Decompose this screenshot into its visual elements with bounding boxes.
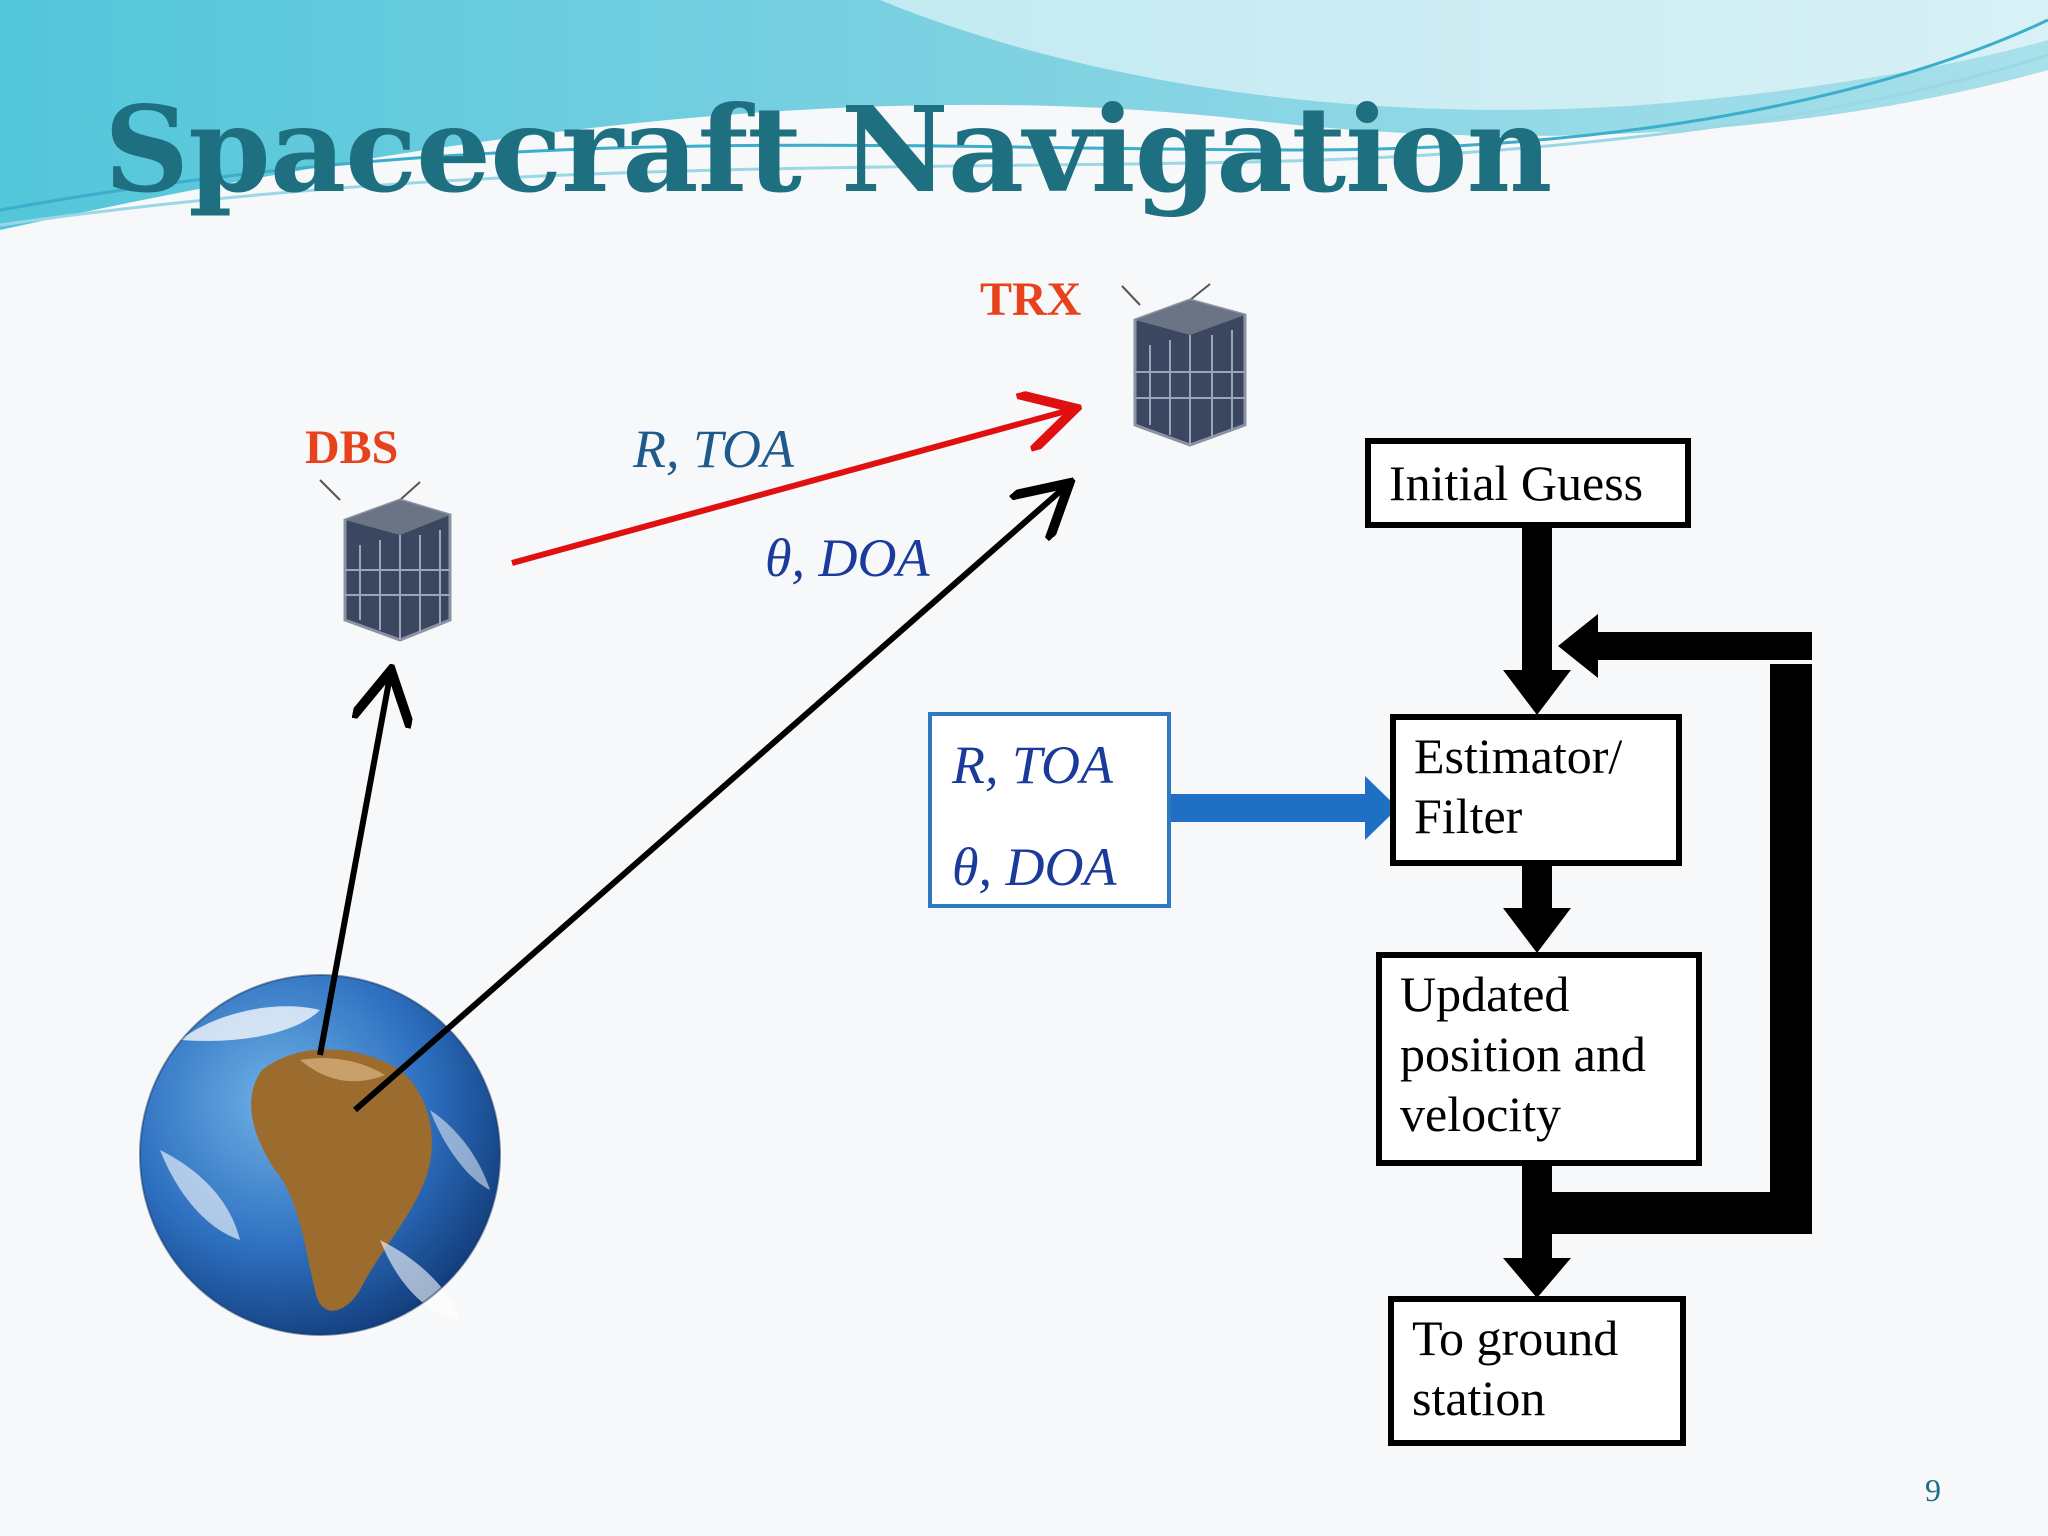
earth-to-trx-arrow [353, 487, 1065, 1113]
trx-satellite [1121, 283, 1247, 447]
earth-to-dbs-arrow [317, 676, 390, 1056]
updated-label-line1: Updated [1400, 966, 1570, 1022]
flowchart-connectors [1503, 524, 1812, 1298]
ground-label-line2: station [1412, 1370, 1546, 1426]
trx-label: TRX [980, 273, 1082, 326]
range-toa-label: R, TOA [633, 419, 795, 479]
dbs-satellite [319, 479, 452, 642]
dbs-to-trx-arrow [511, 410, 1070, 566]
measurement-input-arrow [1170, 776, 1398, 840]
measurement-input-box: R, TOA θ, DOA [928, 712, 1171, 908]
initial-guess-box: Initial Guess [1365, 438, 1691, 528]
input-range-label: R, TOA [952, 735, 1114, 795]
estimator-label-line1: Estimator/ [1414, 728, 1623, 784]
angle-doa-label: θ, DOA [765, 528, 930, 588]
slide-title: Spacecraft Navigation [104, 80, 1552, 219]
estimator-label-line2: Filter [1414, 788, 1523, 844]
ground-label-line1: To ground [1412, 1310, 1619, 1366]
page-number: 9 [1925, 1472, 1941, 1508]
updated-label-line3: velocity [1400, 1086, 1562, 1142]
dbs-label: DBS [305, 421, 399, 474]
ground-station-box: To ground station [1388, 1296, 1686, 1446]
initial-guess-label: Initial Guess [1389, 455, 1644, 511]
updated-label-line2: position and [1400, 1026, 1646, 1082]
header-wave [0, 0, 2048, 230]
input-angle-label: θ, DOA [952, 837, 1117, 897]
estimator-filter-box: Estimator/ Filter [1390, 714, 1682, 866]
updated-state-box: Updated position and velocity [1376, 952, 1702, 1166]
